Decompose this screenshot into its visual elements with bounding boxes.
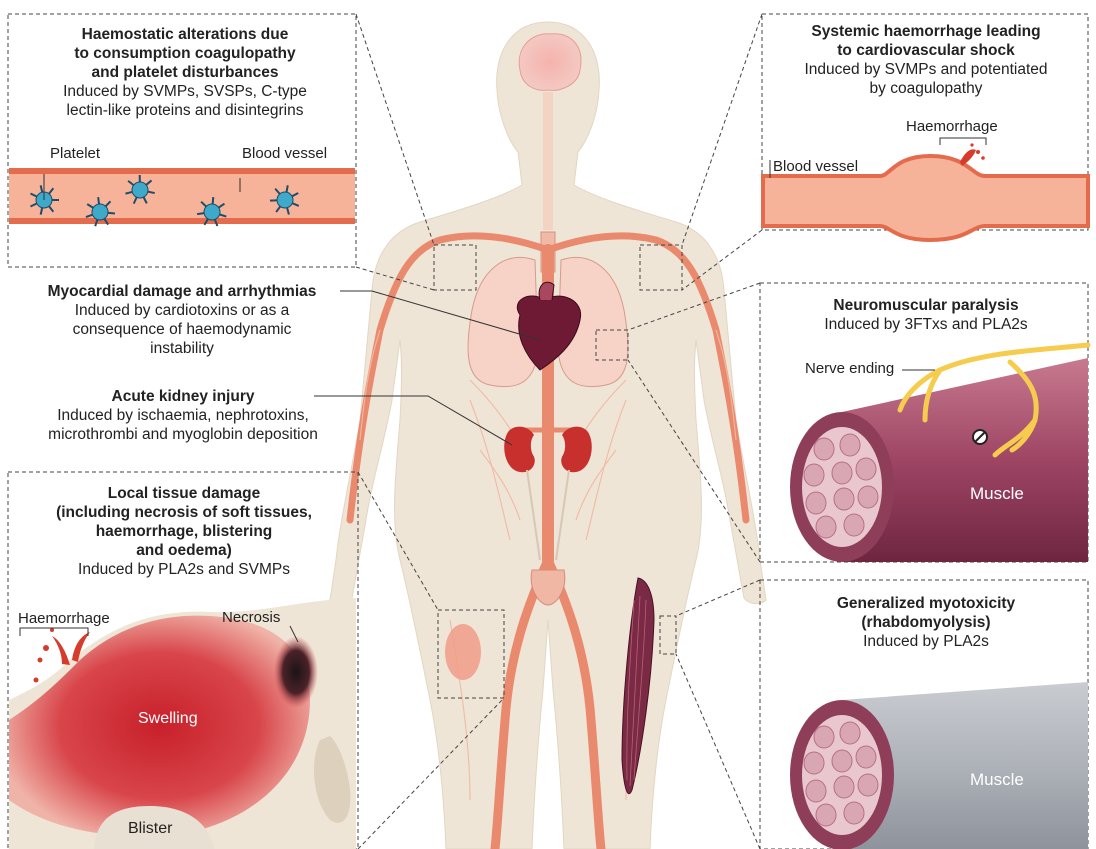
local-title-3: haemorrhage, blistering bbox=[14, 522, 354, 541]
kidney-title: Acute kidney injury bbox=[6, 387, 360, 406]
haemostatic-sub-2: lectin-like proteins and disintegrins bbox=[20, 101, 350, 120]
kidney-text: Acute kidney injury Induced by ischaemia… bbox=[6, 387, 360, 444]
haemorrhage-spurt bbox=[960, 143, 985, 166]
muscle-label-grey: Muscle bbox=[970, 770, 1024, 790]
nerve-ending-label: Nerve ending bbox=[805, 360, 894, 377]
myotoxicity-text: Generalized myotoxicity (rhabdomyolysis)… bbox=[770, 594, 1082, 651]
platelet-label: Platelet bbox=[50, 145, 100, 162]
fascicle bbox=[806, 492, 826, 514]
blood-vessel-label-left: Blood vessel bbox=[242, 145, 327, 162]
fascicle bbox=[814, 438, 834, 460]
swelling-label: Swelling bbox=[138, 710, 198, 728]
fascicle bbox=[840, 434, 860, 456]
neuromuscular-title: Neuromuscular paralysis bbox=[770, 296, 1082, 315]
fascicle bbox=[844, 514, 864, 536]
haemorrhage-label-left: Haemorrhage bbox=[18, 610, 110, 627]
blood-vessel-platelets bbox=[9, 168, 355, 224]
fascicle bbox=[858, 486, 878, 508]
haemostatic-title-2: to consumption coagulopathy bbox=[20, 44, 350, 63]
leg-swelling bbox=[445, 624, 481, 680]
neuromuscular-text: Neuromuscular paralysis Induced by 3FTxs… bbox=[770, 296, 1082, 334]
local-title-4: and oedema) bbox=[14, 541, 354, 560]
haemostatic-title-1: Haemostatic alterations due bbox=[20, 25, 350, 44]
myotoxicity-title-2: (rhabdomyolysis) bbox=[770, 613, 1082, 632]
fascicle bbox=[804, 464, 824, 486]
fascicle bbox=[834, 488, 854, 510]
fascicle bbox=[856, 458, 876, 480]
blood-vessel-label-right: Blood vessel bbox=[773, 158, 858, 175]
haemostatic-text: Haemostatic alterations due to consumpti… bbox=[20, 25, 350, 120]
blister-label: Blister bbox=[128, 820, 172, 838]
myocardial-sub-1: Induced by cardiotoxins or as a bbox=[6, 301, 358, 320]
kidney-sub-1: Induced by ischaemia, nephrotoxins, bbox=[6, 406, 360, 425]
fascicle bbox=[814, 726, 834, 748]
neuromuscular-sub: Induced by 3FTxs and PLA2s bbox=[770, 315, 1082, 334]
haemostatic-title-3: and platelet disturbances bbox=[20, 63, 350, 82]
fascicle bbox=[816, 516, 836, 538]
local-title-1: Local tissue damage bbox=[14, 484, 354, 503]
myocardial-title: Myocardial damage and arrhythmias bbox=[6, 282, 358, 301]
fascicle bbox=[840, 722, 860, 744]
systemic-sub-2: by coagulopathy bbox=[770, 79, 1082, 98]
necrosis-area bbox=[274, 636, 318, 708]
fascicle bbox=[804, 752, 824, 774]
local-sub-1: Induced by PLA2s and SVMPs bbox=[14, 560, 354, 579]
myocardial-sub-3: instability bbox=[6, 339, 358, 358]
necrosis-label: Necrosis bbox=[222, 609, 280, 626]
myocardial-sub-2: consequence of haemodynamic bbox=[6, 320, 358, 339]
haemostatic-sub-1: Induced by SVMPs, SVSPs, C-type bbox=[20, 82, 350, 101]
fascicle bbox=[806, 780, 826, 802]
fascicle bbox=[856, 746, 876, 768]
fascicle bbox=[832, 750, 852, 772]
muscle-label-neuro: Muscle bbox=[970, 484, 1024, 504]
systemic-title-2: to cardiovascular shock bbox=[770, 41, 1082, 60]
systemic-text: Systemic haemorrhage leading to cardiova… bbox=[770, 22, 1082, 98]
systemic-title-1: Systemic haemorrhage leading bbox=[770, 22, 1082, 41]
local-title-2: (including necrosis of soft tissues, bbox=[14, 503, 354, 522]
myotoxicity-title-1: Generalized myotoxicity bbox=[770, 594, 1082, 613]
myocardial-text: Myocardial damage and arrhythmias Induce… bbox=[6, 282, 358, 358]
haemorrhage-label-right: Haemorrhage bbox=[906, 118, 998, 135]
fascicle bbox=[834, 776, 854, 798]
fascicle bbox=[858, 774, 878, 796]
kidney-sub-2: microthrombi and myoglobin deposition bbox=[6, 425, 360, 444]
local-text: Local tissue damage (including necrosis … bbox=[14, 484, 354, 579]
fascicle bbox=[844, 802, 864, 824]
systemic-sub-1: Induced by SVMPs and potentiated bbox=[770, 60, 1082, 79]
brain-shape bbox=[519, 34, 581, 91]
block-icon bbox=[973, 430, 987, 444]
myotoxicity-sub: Induced by PLA2s bbox=[770, 632, 1082, 651]
fascicle bbox=[832, 462, 852, 484]
fascicle bbox=[816, 804, 836, 826]
